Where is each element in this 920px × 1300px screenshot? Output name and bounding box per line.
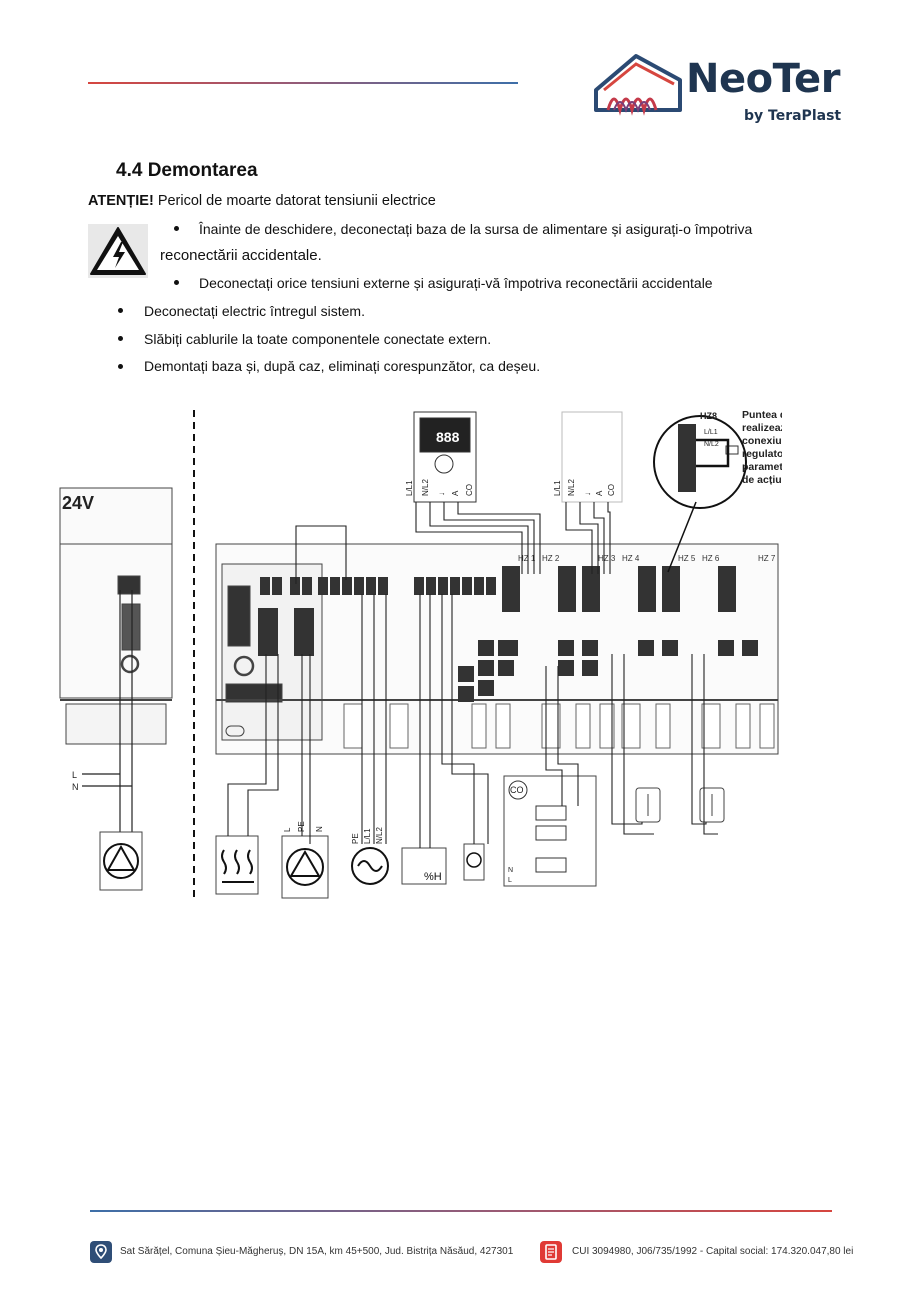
zone-label: HZ 2 [542,554,560,563]
top-label: A [451,490,460,496]
thermostatic-actuator-2 [699,787,725,823]
sub-bullet-dot [174,280,179,285]
zone-label: HZ 6 [702,554,720,563]
sub-bullet-1-line2: reconectării accidentale. [160,247,322,264]
callout-text-box: Puntea de cablu se realizează la toate c… [742,409,782,486]
supply-label: N/L2 [375,827,384,844]
high-voltage-warning-icon [88,224,148,278]
warning-line: ATENȚIE! Pericol de moarte datorat tensi… [88,193,436,209]
footer-divider [90,1210,832,1212]
zone-label: HZ 3 [598,554,616,563]
thermostatic-actuator-1 [635,787,661,823]
ac-supply-icon [351,847,389,885]
brand-subtitle: by TeraPlast [744,108,842,124]
pump-icon-left [99,831,143,891]
footer-address: Sat Sărățel, Comuna Șieu-Măgheruș, DN 15… [120,1246,514,1257]
room-controller-display [413,411,477,503]
top-label: N/L2 [421,479,430,496]
supply-label: PE [351,833,360,844]
bullet-dot [118,308,123,313]
top-label: L/L1 [553,480,562,496]
document-icon [540,1241,562,1263]
humidity-label: %H [424,871,442,883]
location-pin-icon [90,1241,112,1263]
top-label: CO [465,484,474,496]
neoter-logo [594,54,682,116]
timer-icon [463,843,485,881]
hz8-callout [653,415,747,573]
top-label: ↓ [583,492,592,496]
bullet-dot [118,364,123,369]
callout-pin: N/L2 [704,441,719,448]
wiring-diagram: 24V L N [59,409,782,900]
sub-bullet-dot [174,226,179,231]
zone-label: HZ 7 [758,554,776,563]
coil-label: N [508,867,513,874]
bullet-item: Demontați baza și, după caz, eliminați c… [144,358,541,374]
changeover-unit [503,775,597,887]
co-label: CO [510,785,524,795]
section-heading: 4.4 Demontarea [116,160,258,181]
zone-label: HZ 1 [518,554,536,563]
sub-bullet-1-line1: Înainte de deschidere, deconectați baza … [199,221,753,237]
sub-bullet-2: Deconectați orice tensiuni externe și as… [199,275,713,291]
pump-label: L [283,827,292,832]
top-label: A [595,490,604,496]
heating-icon [215,835,259,895]
warning-text: Pericol de moarte datorat tensiunii elec… [157,193,436,209]
supply-label: L/L1 [363,828,372,844]
bullet-item: Deconectați electric întregul sistem. [144,303,365,319]
callout-pin: L/L1 [704,429,718,436]
callout-zone: HZ8 [700,411,717,421]
header-divider [88,82,518,84]
bullet-item: Slăbiți cablurile la toate componentele … [144,331,492,347]
relay-strip [343,703,775,749]
top-label: ↓ [437,492,446,496]
callout-text: Puntea de cablu se realizează la toate c… [742,409,782,486]
zone-terminals [458,566,758,702]
label-l: L [72,770,77,780]
room-controller-2 [561,411,623,503]
footer-company-info: CUI 3094980, J06/735/1992 - Capital soci… [572,1246,854,1257]
top-label: L/L1 [405,480,414,496]
pump-icon-center [281,835,329,899]
terminal-row [258,577,496,656]
brand-name: NeoTer [686,56,840,102]
coil-label: L [508,877,512,884]
humidity-sensor-icon [401,847,447,885]
bullet-dot [118,336,123,341]
24v-module [59,487,173,745]
top-label: N/L2 [567,479,576,496]
voltage-label: 24V [62,493,94,513]
pump-label: N [315,826,324,832]
zone-label: HZ 4 [622,554,640,563]
label-n: N [72,782,79,792]
warning-label: ATENȚIE! [88,193,154,209]
display-digits: 888 [436,429,460,445]
zone-label: HZ 5 [678,554,696,563]
top-label: CO [607,484,616,496]
